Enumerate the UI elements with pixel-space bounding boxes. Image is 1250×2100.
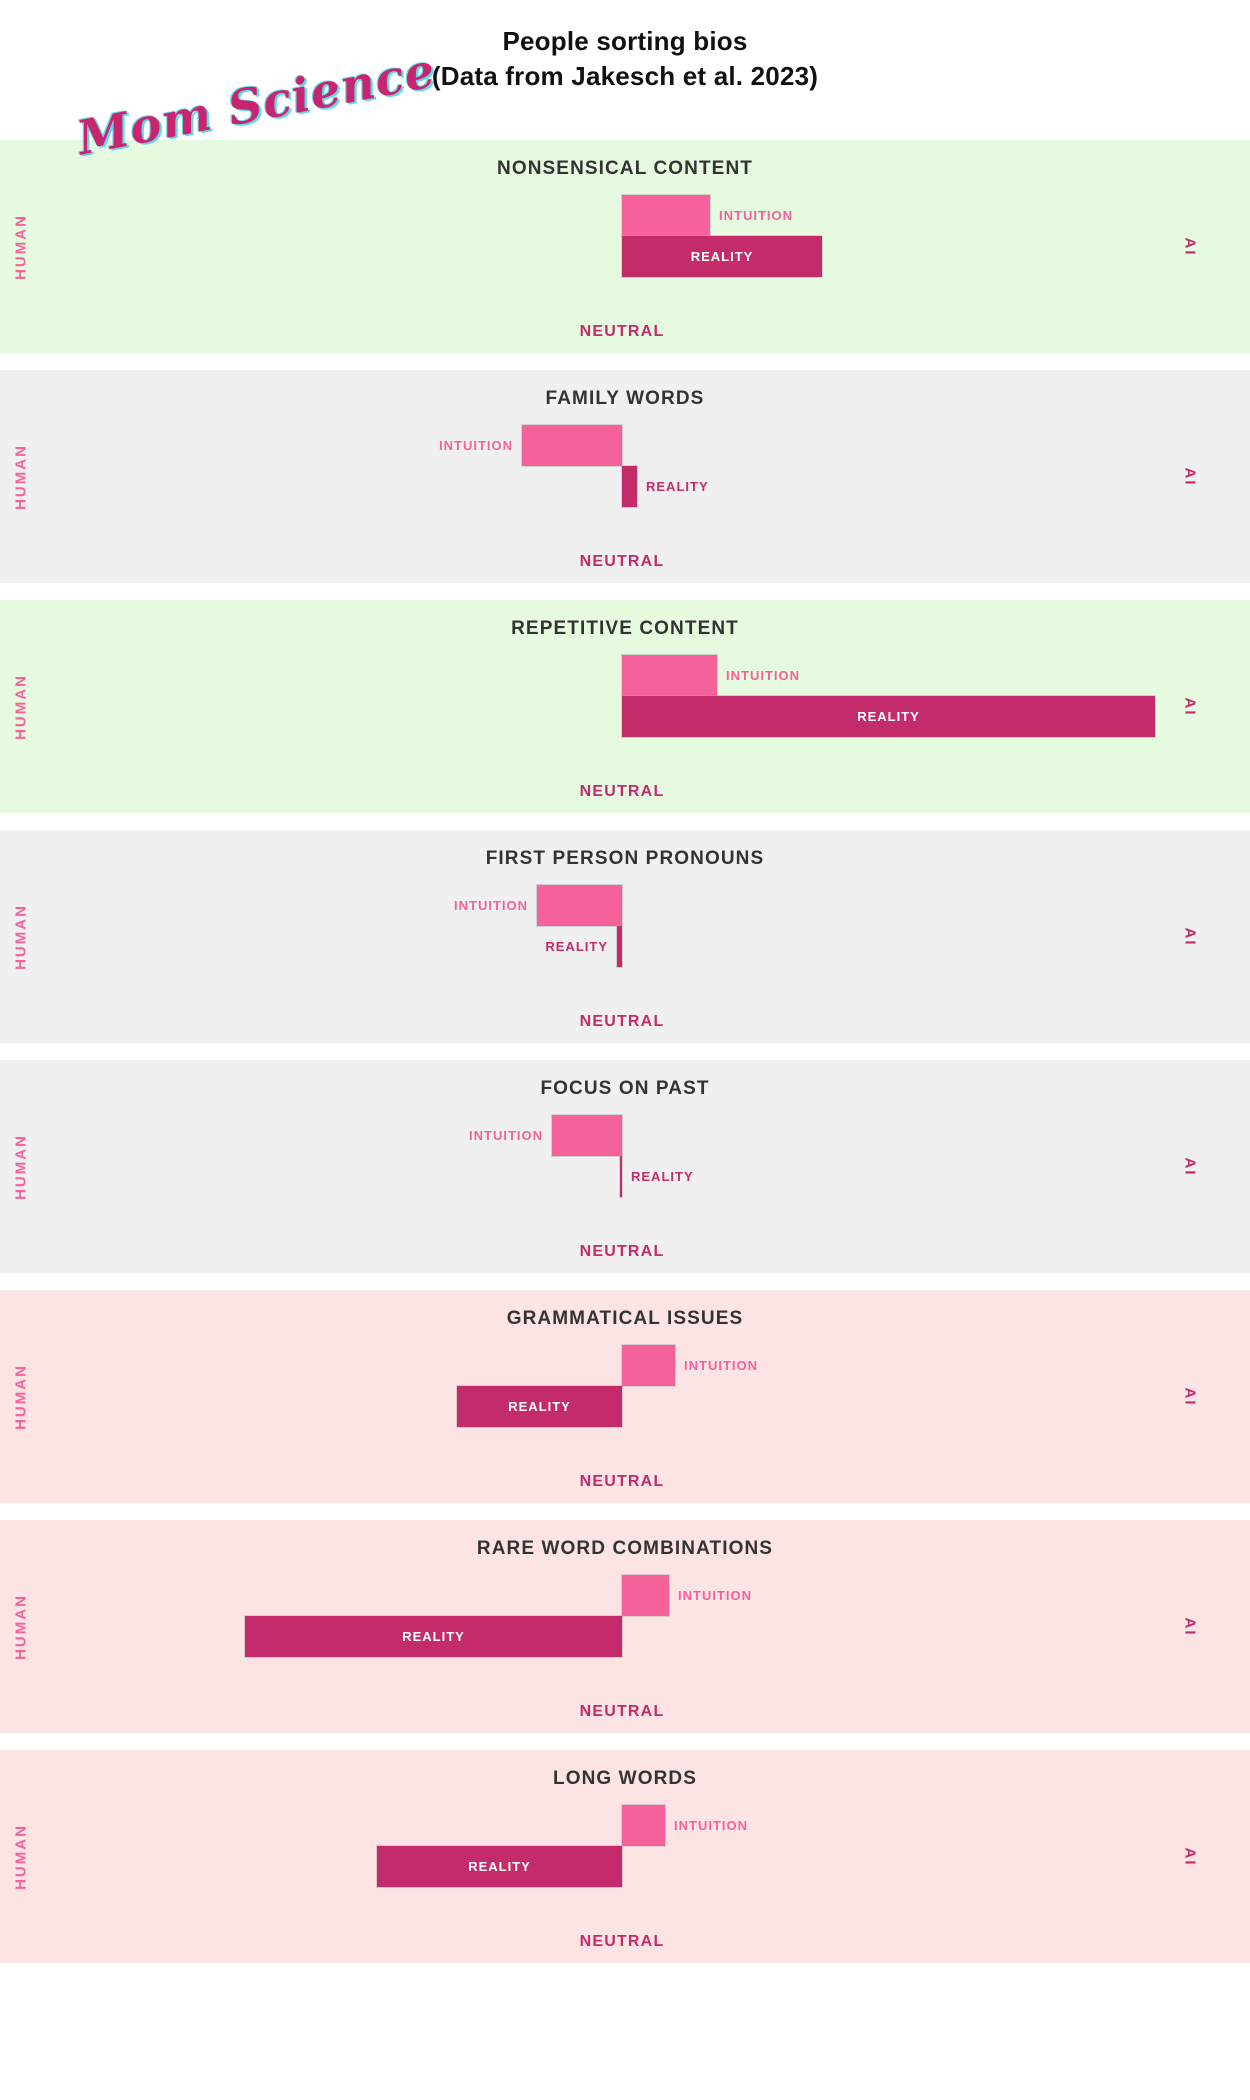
bar-row-reality: REALITY (0, 1615, 1250, 1658)
bar-reality[interactable] (619, 1155, 623, 1198)
bar-intuition[interactable] (621, 1574, 670, 1617)
bar-row-reality: REALITY (0, 1385, 1250, 1428)
bar-row-intuition: INTUITION (0, 1804, 1250, 1847)
bar-group: INTUITION REALITY (0, 1344, 1250, 1445)
bar-reality[interactable]: REALITY (376, 1845, 623, 1888)
bar-label-intuition: INTUITION (719, 208, 793, 223)
page-title-line-1: People sorting bios (502, 26, 748, 56)
bar-row-reality: REALITY (0, 1155, 1250, 1198)
axis-label-neutral: NEUTRAL (579, 553, 665, 570)
bar-group: INTUITION REALITY (0, 654, 1250, 755)
panel-title: NONSENSICAL CONTENT (497, 158, 753, 179)
bar-intuition[interactable] (621, 1344, 676, 1387)
bar-label-reality: REALITY (468, 1859, 531, 1874)
panel-title: GRAMMATICAL ISSUES (506, 1308, 744, 1329)
bar-row-intuition: INTUITION (0, 194, 1250, 237)
bar-label-intuition: INTUITION (684, 1358, 758, 1373)
bar-row-intuition: INTUITION (0, 654, 1250, 697)
bar-row-intuition: INTUITION (0, 1344, 1250, 1387)
bar-group: INTUITION REALITY (0, 884, 1250, 985)
bar-row-reality: REALITY (0, 465, 1250, 508)
bar-label-intuition: INTUITION (439, 438, 513, 453)
bar-row-intuition: INTUITION (0, 424, 1250, 467)
bar-label-intuition: INTUITION (678, 1588, 752, 1603)
page-title: People sorting bios (Data from Jakesch e… (0, 24, 1250, 94)
bar-intuition[interactable] (621, 654, 718, 697)
panel-title: FOCUS ON PAST (540, 1078, 710, 1099)
bar-intuition[interactable] (521, 424, 623, 467)
panel-title: FAMILY WORDS (545, 388, 705, 409)
bar-group: INTUITION REALITY (0, 1574, 1250, 1675)
bar-label-reality: REALITY (402, 1629, 465, 1644)
axis-label-neutral: NEUTRAL (579, 1013, 665, 1030)
bar-group: INTUITION REALITY (0, 1114, 1250, 1215)
bar-label-reality: REALITY (631, 1169, 694, 1184)
axis-label-neutral: NEUTRAL (579, 1243, 665, 1260)
panel-title: FIRST PERSON PRONOUNS (485, 848, 765, 869)
bar-reality[interactable]: REALITY (456, 1385, 623, 1428)
bar-label-reality: REALITY (545, 939, 608, 954)
bar-reality[interactable]: REALITY (244, 1615, 623, 1658)
bar-row-intuition: INTUITION (0, 1574, 1250, 1617)
bar-label-intuition: INTUITION (674, 1818, 748, 1833)
panel-title: LONG WORDS (553, 1768, 697, 1789)
bar-label-reality: REALITY (646, 479, 709, 494)
bar-row-reality: REALITY (0, 925, 1250, 968)
bar-intuition[interactable] (621, 1804, 666, 1847)
axis-label-neutral: NEUTRAL (579, 323, 665, 340)
panel-title: REPETITIVE CONTENT (511, 618, 739, 639)
axis-label-neutral: NEUTRAL (579, 783, 665, 800)
page-title-line-2: (Data from Jakesch et al. 2023) (431, 61, 819, 92)
bar-intuition[interactable] (621, 194, 711, 237)
bar-reality[interactable]: REALITY (621, 235, 823, 278)
bar-intuition[interactable] (551, 1114, 623, 1157)
bar-label-intuition: INTUITION (469, 1128, 543, 1143)
axis-label-neutral: NEUTRAL (579, 1703, 665, 1720)
bar-group: INTUITION REALITY (0, 424, 1250, 525)
bar-row-reality: REALITY (0, 1845, 1250, 1888)
bar-row-intuition: INTUITION (0, 884, 1250, 927)
bar-label-reality: REALITY (508, 1399, 571, 1414)
bar-reality[interactable]: REALITY (621, 695, 1156, 738)
bar-group: INTUITION REALITY (0, 194, 1250, 295)
bar-intuition[interactable] (536, 884, 623, 927)
bar-label-intuition: INTUITION (726, 668, 800, 683)
bar-reality[interactable] (621, 465, 638, 508)
axis-label-neutral: NEUTRAL (579, 1473, 665, 1490)
bar-label-reality: REALITY (690, 249, 754, 264)
bar-row-intuition: INTUITION (0, 1114, 1250, 1157)
bar-label-reality: REALITY (857, 709, 920, 724)
panel-title: RARE WORD COMBINATIONS (476, 1538, 774, 1559)
bar-row-reality: REALITY (0, 235, 1250, 278)
bar-label-intuition: INTUITION (454, 898, 528, 913)
bar-reality[interactable] (616, 925, 623, 968)
bar-group: INTUITION REALITY (0, 1804, 1250, 1905)
bar-row-reality: REALITY (0, 695, 1250, 738)
axis-label-neutral: NEUTRAL (579, 1933, 665, 1950)
